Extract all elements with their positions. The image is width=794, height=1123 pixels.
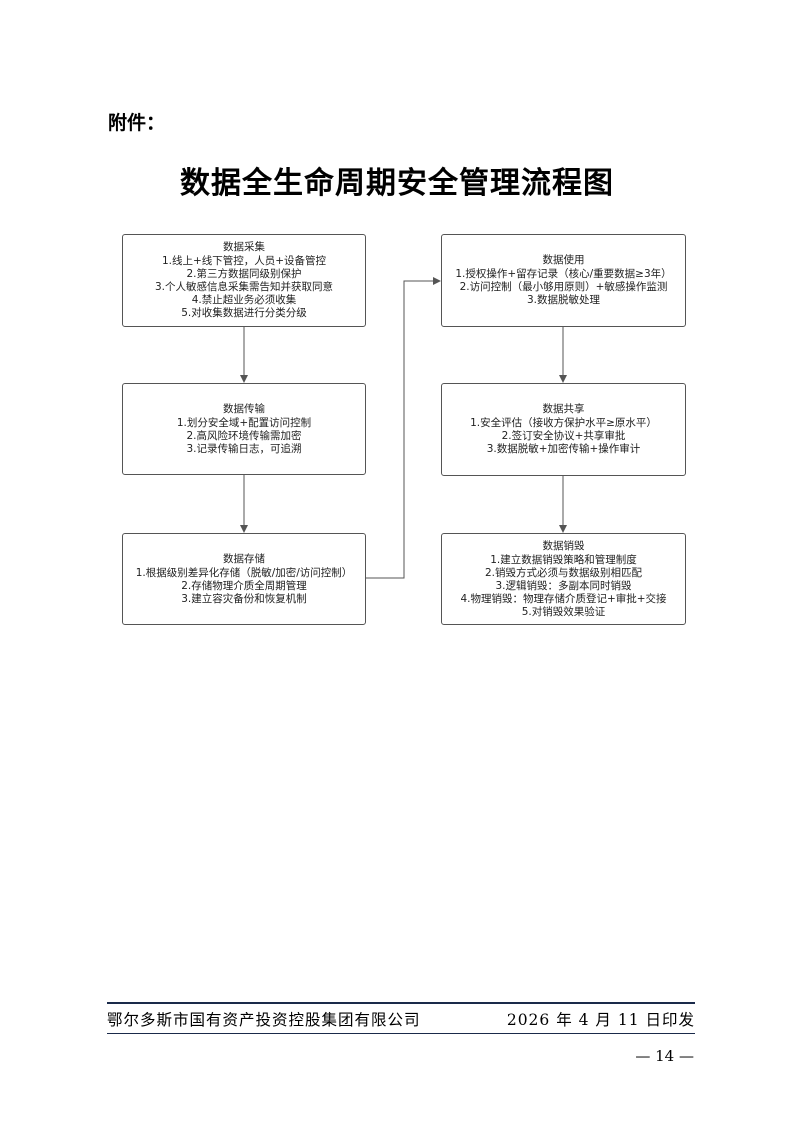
step-item: 3.数据脱敏处理 [526, 294, 601, 306]
step-title: 数据存储 [223, 552, 265, 565]
step-title: 数据销毁 [542, 539, 585, 552]
step-item: 4.禁止超业务必须收集 [191, 294, 297, 306]
step-item: 2.签订安全协议+共享审批 [501, 430, 626, 442]
step-data-destruction: 数据销毁 1.建立数据销毁策略和管理制度 2.销毁方式必须与数据级别相匹配 3.… [441, 533, 686, 625]
step-title: 数据共享 [542, 403, 585, 415]
step-item: 2.第三方数据同级别保护 [186, 268, 302, 280]
step-item: 5.对收集数据进行分类分级 [181, 307, 307, 319]
step-item: 4.物理销毁：物理存储介质登记+审批+交接 [460, 592, 667, 605]
step-data-storage: 数据存储 1.根据级别差异化存储（脱敏/加密/访问控制） 2.存储物理介质全周期… [122, 533, 366, 625]
step-data-collection: 数据采集 1.线上+线下管控，人员+设备管控 2.第三方数据同级别保护 3.个人… [122, 234, 366, 327]
step-item: 3.逻辑销毁：多副本同时销毁 [495, 579, 632, 592]
footer-rule-bottom [107, 1033, 695, 1034]
step-item: 3.个人敏感信息采集需告知并获取同意 [154, 281, 334, 293]
footer-rule-top [107, 1002, 695, 1004]
step-title: 数据使用 [542, 254, 585, 266]
step-item: 1.划分安全域+配置访问控制 [176, 416, 312, 429]
step-item: 1.授权操作+留存记录（核心/重要数据≥3年） [455, 268, 672, 280]
step-item: 2.高风险环境传输需加密 [186, 429, 302, 442]
step-item: 5.对销毁效果验证 [521, 605, 606, 618]
step-data-sharing: 数据共享 1.安全评估（接收方保护水平≥原水平） 2.签订安全协议+共享审批 3… [441, 383, 686, 476]
step-item: 3.建立容灾备份和恢复机制 [181, 592, 307, 605]
step-item: 2.访问控制（最小够用原则）+敏感操作监测 [459, 281, 668, 293]
step-data-transmission: 数据传输 1.划分安全域+配置访问控制 2.高风险环境传输需加密 3.记录传输日… [122, 383, 366, 475]
step-item: 3.记录传输日志，可追溯 [186, 442, 302, 455]
step-item: 1.安全评估（接收方保护水平≥原水平） [470, 417, 657, 429]
step-title: 数据采集 [223, 241, 265, 253]
issuing-organization: 鄂尔多斯市国有资产投资控股集团有限公司 [107, 1011, 421, 1029]
step-item: 3.数据脱敏+加密传输+操作审计 [486, 443, 641, 455]
step-item: 1.线上+线下管控，人员+设备管控 [161, 255, 327, 267]
step-item: 2.存储物理介质全周期管理 [181, 579, 307, 592]
step-data-usage: 数据使用 1.授权操作+留存记录（核心/重要数据≥3年） 2.访问控制（最小够用… [441, 234, 686, 327]
issue-date: 2026 年 4 月 11 日印发 [506, 1011, 695, 1029]
document-title: 数据全生命周期安全管理流程图 [180, 166, 614, 201]
step-item: 2.销毁方式必须与数据级别相匹配 [484, 566, 643, 579]
page-number: — 14 — [635, 1047, 694, 1065]
step-title: 数据传输 [223, 402, 265, 415]
step-item: 1.建立数据销毁策略和管理制度 [490, 553, 637, 566]
step-item: 1.根据级别差异化存储（脱敏/加密/访问控制） [135, 566, 353, 579]
attachment-label: 附件： [108, 112, 166, 134]
arrow-store-to-use [366, 277, 441, 579]
flow-connectors [240, 277, 567, 579]
